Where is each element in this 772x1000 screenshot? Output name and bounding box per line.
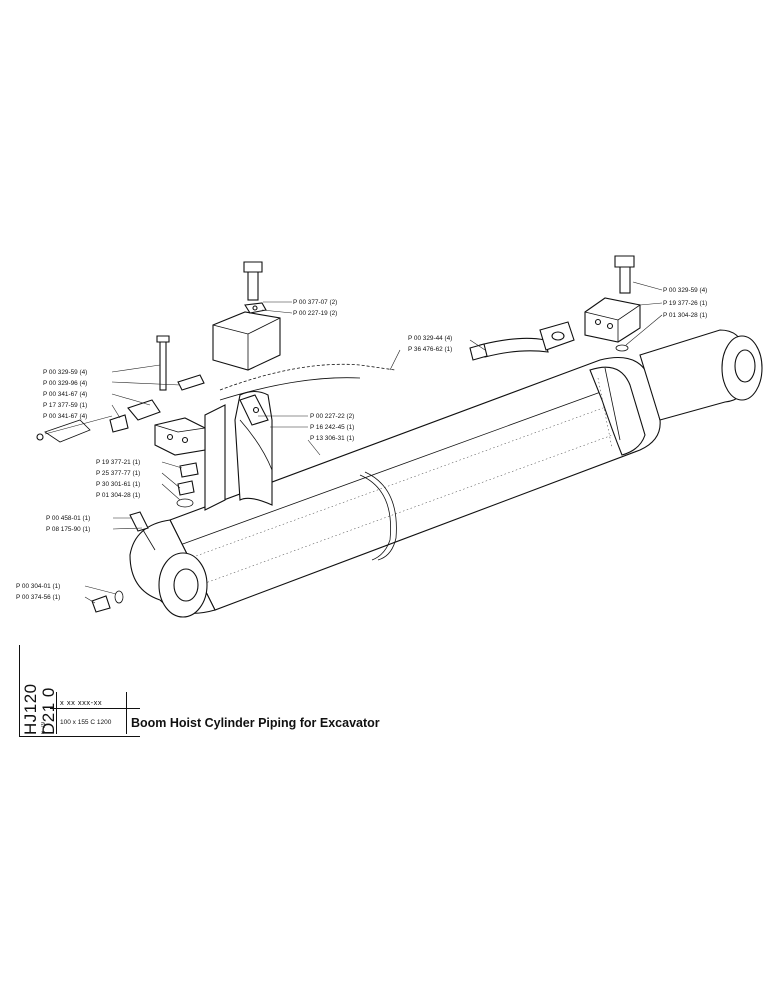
- label-right-block-2: P 19 377-26 (1): [663, 300, 707, 307]
- left-valve-cluster: [36, 335, 206, 508]
- label-right-block-1: P 00 329-59 (4): [663, 287, 707, 294]
- label-pipe-2: P 36 476-62 (1): [408, 346, 452, 353]
- title-block-rule-h2: [20, 736, 140, 737]
- drawing-code-box: HJ120 D21 0: [19, 645, 58, 737]
- label-valve-2: P 25 377-77 (1): [96, 470, 140, 477]
- drawing-code: HJ120 D21 0: [21, 683, 58, 735]
- label-right-block-3: P 01 304-28 (1): [663, 312, 707, 319]
- reference-code: x xx xxx-xx: [60, 698, 103, 707]
- label-pipe-1: P 00 329-44 (4): [408, 335, 452, 342]
- hoist-pipe: [469, 321, 575, 361]
- title-block-rule-v2: [126, 692, 127, 734]
- label-left-3: P 00 341-67 (4): [43, 391, 87, 398]
- label-top-clamp-1: P 00 377-07 (2): [293, 299, 337, 306]
- head-end-fittings: [91, 511, 156, 613]
- upper-clamp-block: [212, 261, 281, 371]
- support-bracket: [204, 390, 273, 511]
- label-valve-1: P 19 377-21 (1): [96, 459, 140, 466]
- label-left-1: P 00 329-59 (4): [43, 369, 87, 376]
- label-left-5: P 00 341-67 (4): [43, 413, 87, 420]
- boom-hoist-cylinder: [129, 329, 763, 618]
- label-head-2: P 08 175-90 (1): [46, 526, 90, 533]
- title-block-rule-v1: [56, 692, 57, 734]
- label-top-clamp-2: P 00 227-19 (2): [293, 310, 337, 317]
- label-bracket-2: P 16 242-45 (1): [310, 424, 354, 431]
- part-labels: P 00 377-07 (2) P 00 227-19 (2) P 00 329…: [16, 287, 707, 601]
- label-left-2: P 00 329-96 (4): [43, 380, 87, 387]
- valve-block-right: [584, 255, 641, 352]
- label-plug-2: P 00 374-56 (1): [16, 594, 60, 601]
- label-valve-4: P 01 304-28 (1): [96, 492, 140, 499]
- label-bracket-1: P 00 227-22 (2): [310, 413, 354, 420]
- revision-mark: 6-79: [41, 722, 47, 735]
- label-left-4: P 17 377-59 (1): [43, 402, 87, 409]
- label-valve-3: P 30 301-61 (1): [96, 481, 140, 488]
- drawing-title: Boom Hoist Cylinder Piping for Excavator: [131, 716, 380, 730]
- label-head-1: P 00 458-01 (1): [46, 515, 90, 522]
- leader-lines: [44, 281, 663, 604]
- label-plug-1: P 00 304-01 (1): [16, 583, 60, 590]
- scale-note: 100 x 155 C 1200: [60, 719, 112, 726]
- label-bracket-3: P 13 306-31 (1): [310, 435, 354, 442]
- title-block-rule-h1: [50, 708, 140, 709]
